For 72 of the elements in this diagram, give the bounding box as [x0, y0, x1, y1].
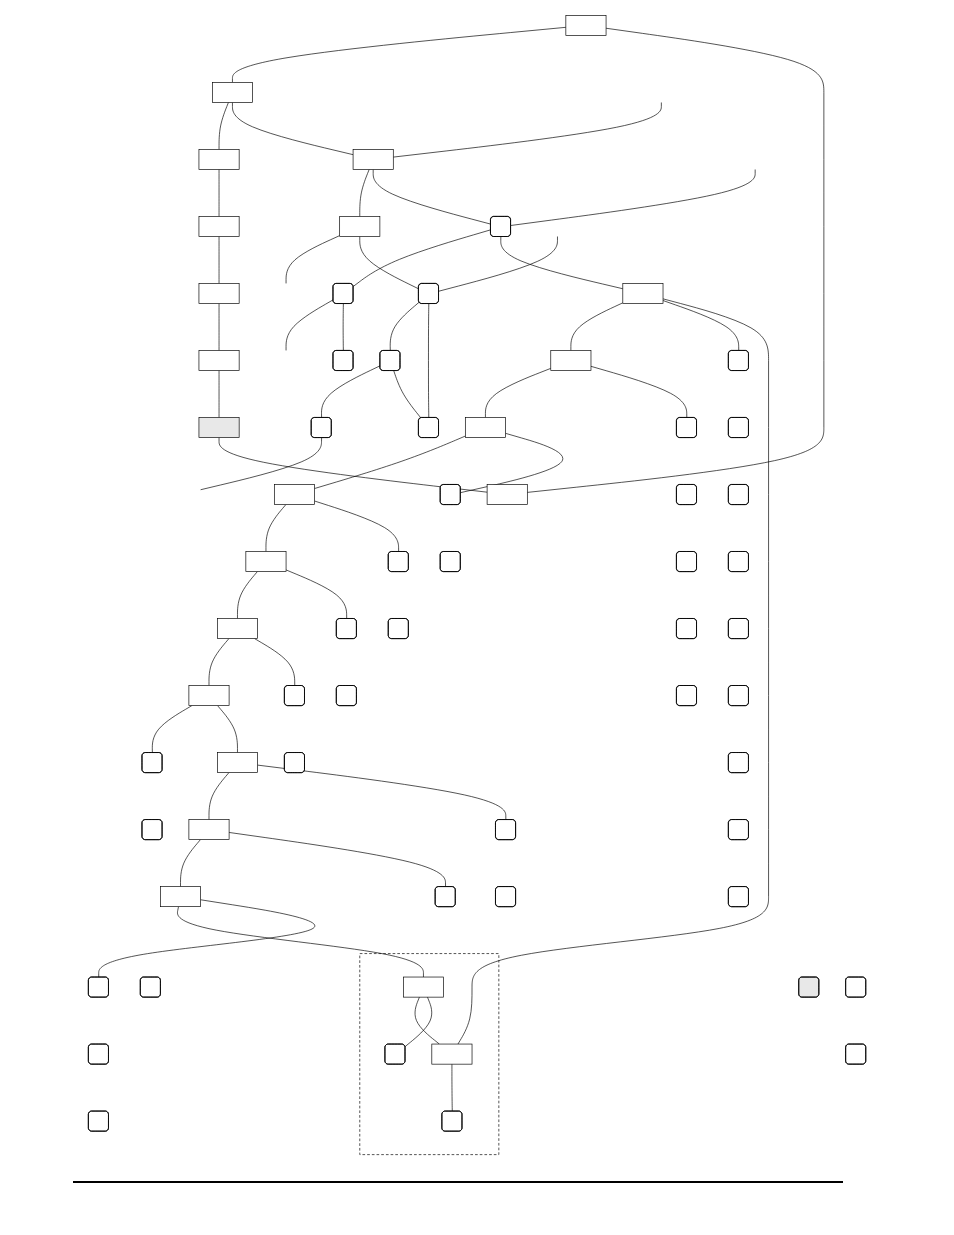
node-box — [431, 1043, 473, 1065]
connector — [526, 27, 825, 493]
connector — [392, 102, 662, 158]
connector — [372, 169, 492, 225]
connector — [208, 772, 230, 820]
node-box — [198, 417, 240, 438]
cluster — [359, 953, 500, 1155]
node-box — [622, 283, 664, 304]
connector — [352, 229, 492, 287]
node-box — [402, 976, 444, 998]
node-box — [565, 15, 607, 36]
connector — [98, 899, 315, 978]
connector — [218, 370, 220, 418]
connector — [570, 302, 624, 351]
node-box — [188, 685, 230, 706]
connector — [285, 299, 334, 351]
connector — [237, 571, 258, 619]
connector — [218, 437, 488, 493]
connector — [218, 236, 220, 284]
node-box — [198, 149, 240, 170]
connector — [218, 303, 220, 351]
node-box — [464, 417, 506, 438]
node-box — [486, 484, 528, 505]
connector — [200, 437, 322, 491]
connector — [451, 1063, 453, 1112]
node-box — [245, 551, 287, 572]
connector — [510, 169, 756, 226]
connector — [314, 500, 399, 553]
connector — [438, 236, 558, 292]
connector — [460, 433, 564, 493]
connector — [342, 303, 344, 352]
connector — [177, 906, 424, 978]
connector — [662, 300, 740, 352]
connector — [208, 638, 230, 686]
connector — [265, 504, 287, 552]
connector — [285, 235, 340, 284]
connector — [228, 832, 446, 888]
node-box — [198, 216, 240, 237]
connector — [590, 366, 688, 419]
node-box — [550, 350, 592, 371]
connector — [359, 236, 420, 290]
connector — [321, 365, 381, 419]
connector — [254, 638, 296, 687]
connector — [414, 996, 440, 1045]
node-box — [160, 886, 201, 907]
connector — [151, 705, 193, 754]
connector — [232, 27, 567, 83]
connector — [217, 705, 238, 753]
node-box — [352, 149, 394, 170]
connector — [500, 236, 624, 290]
connector — [218, 102, 229, 150]
node-box — [198, 350, 240, 371]
connector — [389, 301, 420, 352]
connector — [285, 569, 347, 620]
connector — [180, 839, 201, 887]
connector — [257, 764, 507, 821]
node-box — [339, 216, 381, 237]
connector — [404, 996, 432, 1047]
node-box — [188, 819, 230, 840]
connector — [457, 298, 769, 1045]
connector — [314, 435, 466, 489]
connector — [232, 102, 354, 155]
node-box — [216, 618, 258, 639]
node-box — [211, 82, 253, 103]
connector — [485, 368, 552, 418]
connector — [393, 370, 422, 419]
connector — [359, 169, 370, 217]
node-box — [273, 484, 315, 505]
node-box — [216, 752, 258, 773]
node-box — [198, 283, 240, 304]
connector — [218, 169, 220, 217]
connector — [428, 303, 430, 419]
